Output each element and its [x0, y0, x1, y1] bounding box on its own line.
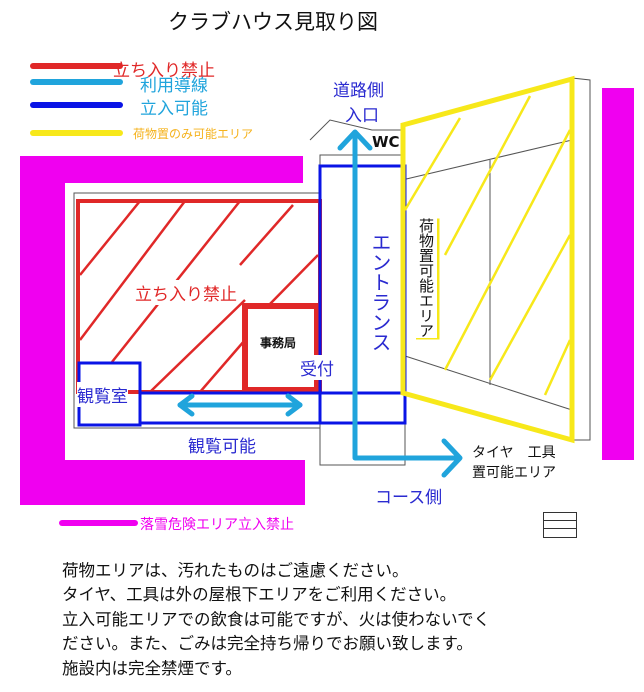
- legend-label-luggage: 荷物置のみ可能エリア: [133, 127, 254, 141]
- note-line-3: 立入可能エリアでの飲食は可能ですが、火は使わないでく: [62, 610, 491, 629]
- snow-zone-left: [20, 156, 305, 505]
- note-line-5: 施設内は完全禁煙です。: [62, 659, 242, 678]
- viewing-room-label: 観覧室: [77, 382, 128, 407]
- legend-label-snow: 落雪危険エリア立入禁止: [140, 517, 294, 533]
- page-title: クラブハウス見取り図: [168, 10, 378, 34]
- course-side-label: コース側: [375, 488, 443, 508]
- viewing-corridor: [138, 391, 407, 425]
- snow-zone-right: [602, 88, 634, 460]
- no-entry-label: 立ち入り禁止: [135, 280, 237, 305]
- note-line-4: ださい。また、ごみは完全持ち帰りでお願い致します。: [62, 634, 473, 653]
- wc-label: WC: [372, 133, 400, 151]
- note-line-2: タイヤ、工具は外の屋根下エリアをご利用ください。: [62, 585, 457, 604]
- luggage-area-label: 荷物置可能エリア: [416, 218, 437, 338]
- road-entrance-label-2: 入口: [345, 106, 379, 126]
- legend-label-route: 利用導線: [140, 76, 208, 96]
- office-label: 事務局: [260, 336, 297, 350]
- route-arrows: [177, 129, 463, 478]
- reception-label: 受付: [300, 355, 334, 380]
- tire-tool-label-2: 置可能エリア: [472, 465, 556, 481]
- legend-label-no-entry: 立ち入り禁止: [113, 61, 215, 81]
- viewing-ok-label: 観覧可能: [188, 437, 256, 457]
- entrance-label: エントランス: [368, 232, 392, 352]
- tire-tool-label: タイヤ 工具: [472, 445, 556, 461]
- menu-icon[interactable]: [543, 512, 577, 538]
- road-entrance-label: 道路側: [333, 81, 384, 101]
- legend-label-accessible: 立入可能: [140, 99, 208, 119]
- note-line-1: 荷物エリアは、汚れたものはご遠慮ください。: [62, 561, 409, 580]
- luggage-area: [400, 75, 575, 444]
- no-entry-area: [76, 199, 322, 394]
